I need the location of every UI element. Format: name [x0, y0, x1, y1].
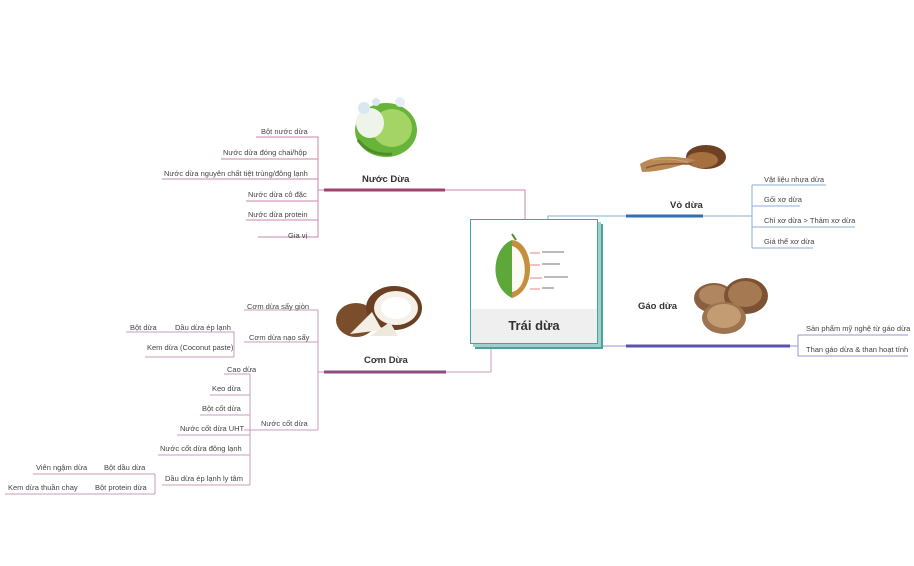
topic-nuoc-dua-dong-chai[interactable]: Nước dừa đóng chai/hộp: [223, 148, 307, 157]
topic-com-dua-nao-say[interactable]: Cơm dừa nạo sấy: [249, 333, 310, 342]
topic-nuoc-cot-dua-uht[interactable]: Nước cốt dừa UHT: [180, 424, 245, 433]
coconut-water-illustration: [355, 97, 417, 157]
topic-vien-ngam-dua[interactable]: Viên ngậm dừa: [36, 463, 88, 472]
topic-nuoc-dua-protein[interactable]: Nước dừa protein: [248, 210, 308, 219]
topic-chi-xo-dua[interactable]: Chỉ xơ dừa > Thảm xơ dừa: [764, 216, 856, 225]
coconut-husk-illustration: [640, 145, 726, 172]
central-topic-title: Trái dừa: [471, 309, 597, 343]
topic-com-dua-say-gion[interactable]: Cơm dừa sấy giòn: [247, 302, 310, 311]
topic-gia-vi[interactable]: Gia vị: [288, 231, 308, 240]
topic-kem-dua[interactable]: Kem dừa (Coconut paste): [147, 343, 234, 352]
topic-nuoc-cot-dua-dong-lanh[interactable]: Nước cốt dừa đông lạnh: [160, 444, 242, 453]
coconut-shell-illustration: [694, 278, 768, 334]
central-topic-card[interactable]: Trái dừa: [470, 219, 598, 344]
coconut-meat-illustration: [336, 286, 422, 337]
coconut-cross-section-illustration: [484, 228, 582, 308]
topic-nuoc-dua-co-dac[interactable]: Nước dừa cô đặc: [248, 190, 307, 199]
branch-label-vo[interactable]: Vỏ dừa: [670, 200, 703, 211]
topic-vat-lieu-nhua-dua[interactable]: Vật liệu nhựa dừa: [764, 175, 825, 184]
topic-nuoc-dua-tiet-trung[interactable]: Nước dừa nguyên chất tiệt trùng/đông lạn…: [164, 169, 308, 178]
topic-dau-dua-ep-lanh[interactable]: Dầu dừa ép lạnh: [175, 323, 231, 332]
topic-than-gao-dua[interactable]: Than gáo dừa & than hoạt tính: [806, 345, 909, 354]
topic-bot-cot-dua[interactable]: Bột cốt dừa: [202, 404, 241, 413]
branch-label-gao[interactable]: Gáo dừa: [638, 301, 678, 312]
topic-gia-the-xo-dua[interactable]: Giá thể xơ dừa: [764, 237, 815, 246]
branch-label-nuoc[interactable]: Nước Dừa: [362, 174, 410, 185]
topic-keo-dua[interactable]: Kẹo dừa: [212, 384, 241, 393]
topic-bot-nuoc-dua[interactable]: Bột nước dừa: [261, 127, 308, 136]
topic-goi-xo-dua[interactable]: Gối xơ dừa: [764, 195, 802, 204]
topic-bot-dua[interactable]: Bột dừa: [130, 323, 157, 332]
topic-cao-dua[interactable]: Cao dừa: [227, 365, 257, 374]
topic-nuoc-cot-dua[interactable]: Nước cốt dừa: [261, 419, 308, 428]
topic-kem-dua-thuan-chay[interactable]: Kem dừa thuần chay: [8, 483, 78, 492]
topic-dau-dua-ly-tam[interactable]: Dầu dừa ép lạnh ly tâm: [165, 474, 243, 483]
branch-label-com[interactable]: Cơm Dừa: [364, 355, 408, 366]
topic-bot-protein-dua[interactable]: Bột protein dừa: [95, 483, 147, 492]
topic-my-nghe-gao-dua[interactable]: Sản phẩm mỹ nghệ từ gáo dừa: [806, 324, 911, 333]
topic-bot-dau-dua[interactable]: Bột dầu dừa: [104, 463, 146, 472]
